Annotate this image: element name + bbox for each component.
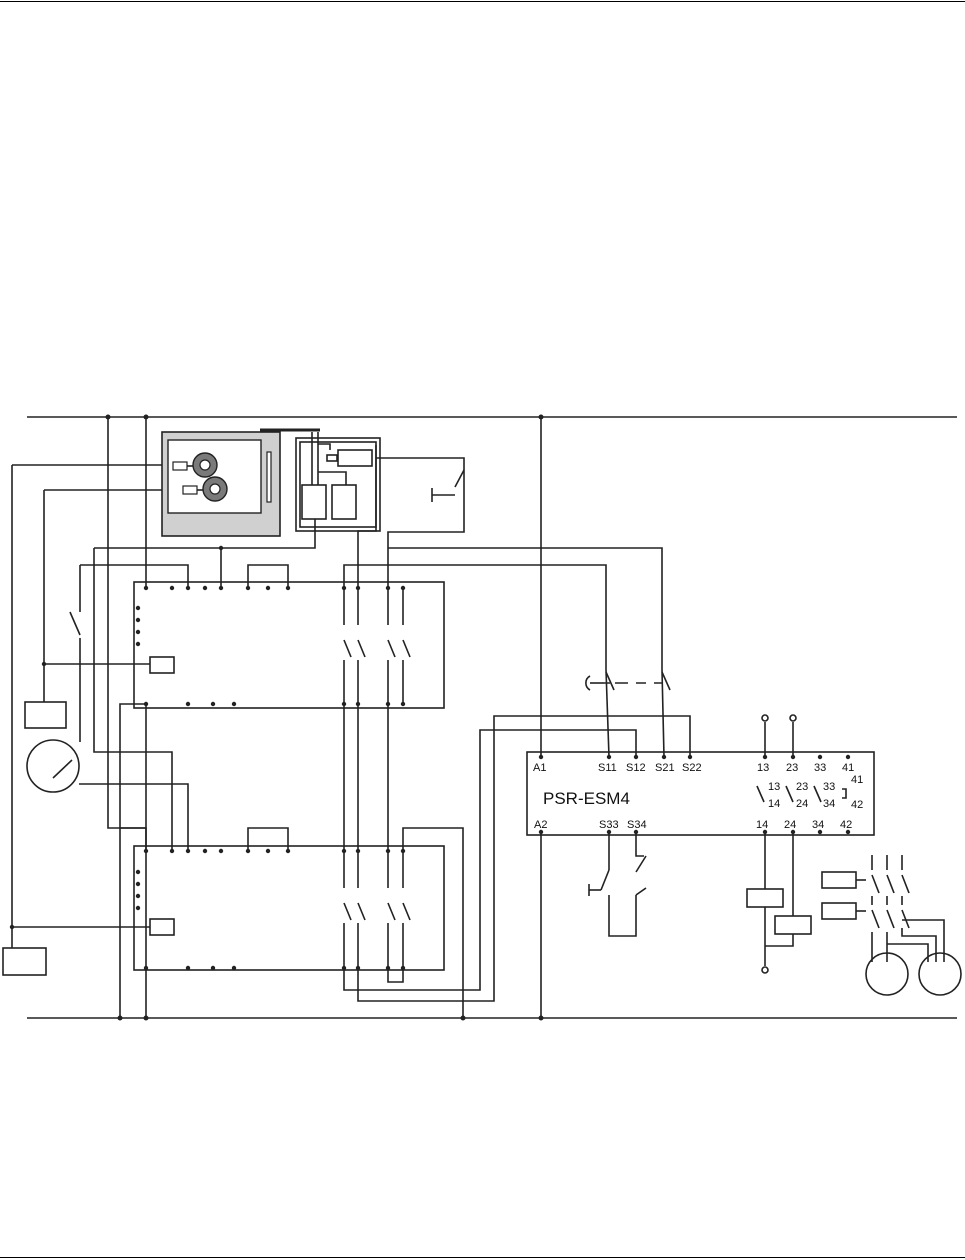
terminal-label: 34 bbox=[812, 819, 824, 831]
wiring bbox=[2, 417, 962, 1018]
svg-text:14: 14 bbox=[768, 798, 780, 810]
terminal-label: 33 bbox=[814, 762, 826, 774]
terminal-label: A2 bbox=[534, 819, 547, 831]
footer-rule bbox=[0, 1257, 965, 1258]
terminal-label: 13 bbox=[757, 762, 769, 774]
terminal-label: 14 bbox=[756, 819, 768, 831]
svg-text:13: 13 bbox=[768, 781, 780, 793]
header-rule bbox=[0, 1, 965, 2]
terminal-label: S12 bbox=[626, 762, 646, 774]
terminal-label: 42 bbox=[840, 819, 852, 831]
terminal-label: S21 bbox=[655, 762, 675, 774]
terminal-label: S33 bbox=[599, 819, 619, 831]
valve-block bbox=[260, 428, 381, 532]
svg-text:42: 42 bbox=[851, 799, 863, 811]
guard-panel bbox=[161, 431, 281, 537]
svg-text:23: 23 bbox=[796, 781, 808, 793]
relay-name: PSR-ESM4 bbox=[543, 789, 630, 808]
terminal-label: S34 bbox=[627, 819, 647, 831]
terminal-label: A1 bbox=[533, 762, 546, 774]
motor-icon bbox=[918, 952, 962, 996]
terminal-label: S11 bbox=[598, 762, 617, 774]
svg-text:24: 24 bbox=[796, 798, 808, 810]
lower-safety-module bbox=[133, 845, 445, 971]
indicator-box bbox=[2, 947, 47, 976]
terminal-label: 23 bbox=[786, 762, 798, 774]
svg-text:33: 33 bbox=[823, 781, 835, 793]
module-terminals bbox=[135, 585, 851, 971]
gauge-icon bbox=[26, 739, 80, 793]
terminal-label: 41 bbox=[842, 762, 854, 774]
indicator-box bbox=[24, 701, 67, 729]
terminal-label: 24 bbox=[784, 819, 796, 831]
svg-text:41: 41 bbox=[851, 774, 863, 786]
upper-safety-module bbox=[133, 581, 445, 709]
relay-module: PSR-ESM4 A1 S11 S12 S21 S22 13 23 33 41 … bbox=[526, 751, 875, 836]
module-contacts bbox=[343, 588, 411, 968]
terminal-label: S22 bbox=[682, 762, 702, 774]
motor-icon bbox=[865, 952, 909, 996]
svg-text:34: 34 bbox=[823, 798, 835, 810]
